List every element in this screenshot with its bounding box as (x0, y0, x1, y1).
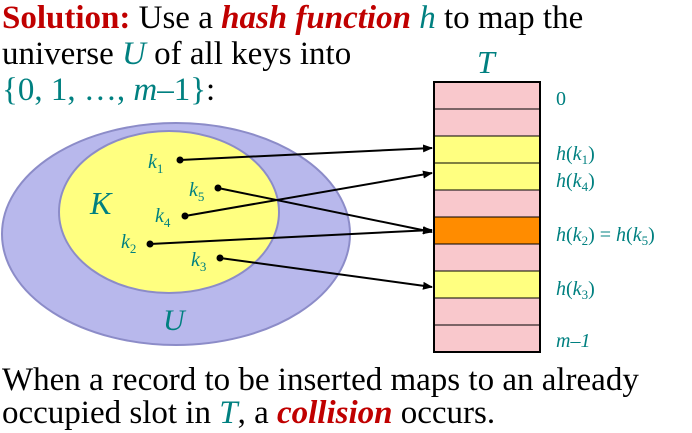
slot-8 (433, 297, 541, 326)
arrow-k1 (179, 144, 433, 161)
table-border (433, 81, 541, 353)
slot-label-last: m–1 (556, 330, 590, 352)
slot-7 (433, 270, 541, 299)
slot-label-hk3: h(k3) (556, 278, 595, 302)
heading-line-1: Solution: Use a hash function h to map t… (2, 0, 584, 36)
hash-function-term: hash function (221, 0, 411, 36)
arrow-k3 (219, 257, 433, 290)
slot-6 (433, 243, 541, 272)
collision-term: collision (276, 395, 393, 431)
slot-0 (433, 81, 541, 110)
keyset-label: K (89, 185, 113, 221)
t-symbol: T (219, 395, 238, 431)
hash-table (433, 81, 541, 353)
key-dot-k2 (146, 240, 154, 248)
key-label-k5: k5 (189, 179, 204, 204)
slot-4 (433, 189, 541, 218)
universe-label: U (163, 304, 187, 337)
keyset-ellipse (58, 130, 280, 294)
heading-line-2: universe U of all keys into (2, 36, 352, 72)
arrow-k2 (149, 226, 433, 245)
heading-line-3: {0, 1, …, m–1}: (2, 72, 216, 108)
key-dot-k5 (214, 184, 222, 192)
slot-3 (433, 162, 541, 191)
key-dot-k4 (181, 212, 189, 220)
key-dot-k1 (176, 156, 184, 164)
arrow-k5 (217, 187, 433, 235)
arrow-k4 (184, 170, 433, 217)
slot-2 (433, 135, 541, 164)
slot-1 (433, 108, 541, 137)
key-label-k3: k3 (191, 249, 206, 274)
solution-label: Solution: (2, 0, 131, 36)
key-label-k2: k2 (121, 231, 136, 256)
key-dot-k3 (216, 254, 224, 262)
footer-line-2: occupied slot in T, a collision occurs. (2, 395, 496, 431)
footer-line-1: When a record to be inserted maps to an … (2, 362, 639, 398)
h-symbol: h (419, 0, 436, 36)
slot-5 (433, 216, 541, 245)
slot-label-collision: h(k2) = h(k5) (556, 224, 655, 248)
slot-label-hk4: h(k4) (556, 170, 595, 194)
key-label-k4: k4 (155, 205, 171, 230)
slot-label-hk1: h(k1) (556, 143, 595, 167)
table-label: T (477, 44, 497, 80)
slot-9 (433, 324, 541, 353)
u-symbol: U (122, 36, 146, 72)
slot-label-zero: 0 (556, 88, 566, 110)
key-label-k1: k1 (148, 151, 163, 176)
